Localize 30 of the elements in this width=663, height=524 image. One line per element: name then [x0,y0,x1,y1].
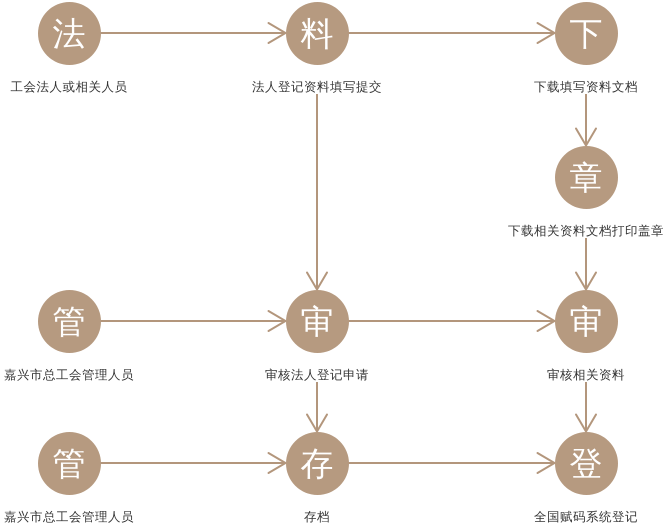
step-circle: 审 [286,290,348,352]
step-circle: 管 [38,290,100,352]
step-caption: 嘉兴市总工会管理人员 [4,368,134,382]
step-caption: 全国赋码系统登记 [534,510,638,524]
arrow [348,22,556,44]
step-circle: 料 [286,2,348,64]
arrow [575,94,597,146]
step-circle: 法 [38,2,100,64]
step-caption: 审核法人登记申请 [265,368,369,382]
arrow [348,310,556,332]
arrow [100,22,286,44]
step-caption: 嘉兴市总工会管理人员 [4,510,134,524]
step-circle: 登 [554,432,618,494]
arrow [100,452,286,474]
step-circle: 管 [38,432,100,494]
arrow [100,310,286,332]
arrow [306,382,328,432]
arrow [348,452,556,474]
step-circle: 下 [554,2,618,64]
step-circle: 存 [286,432,348,494]
step-caption: 下载填写资料文档 [534,80,638,94]
arrow [575,238,597,290]
step-caption: 存档 [304,510,330,524]
arrow [575,382,597,432]
arrow [306,94,328,290]
step-caption: 法人登记资料填写提交 [252,80,382,94]
step-circle: 章 [554,146,618,208]
step-caption: 工会法人或相关人员 [10,80,128,94]
step-circle: 审 [554,290,618,352]
step-caption: 审核相关资料 [547,368,625,382]
